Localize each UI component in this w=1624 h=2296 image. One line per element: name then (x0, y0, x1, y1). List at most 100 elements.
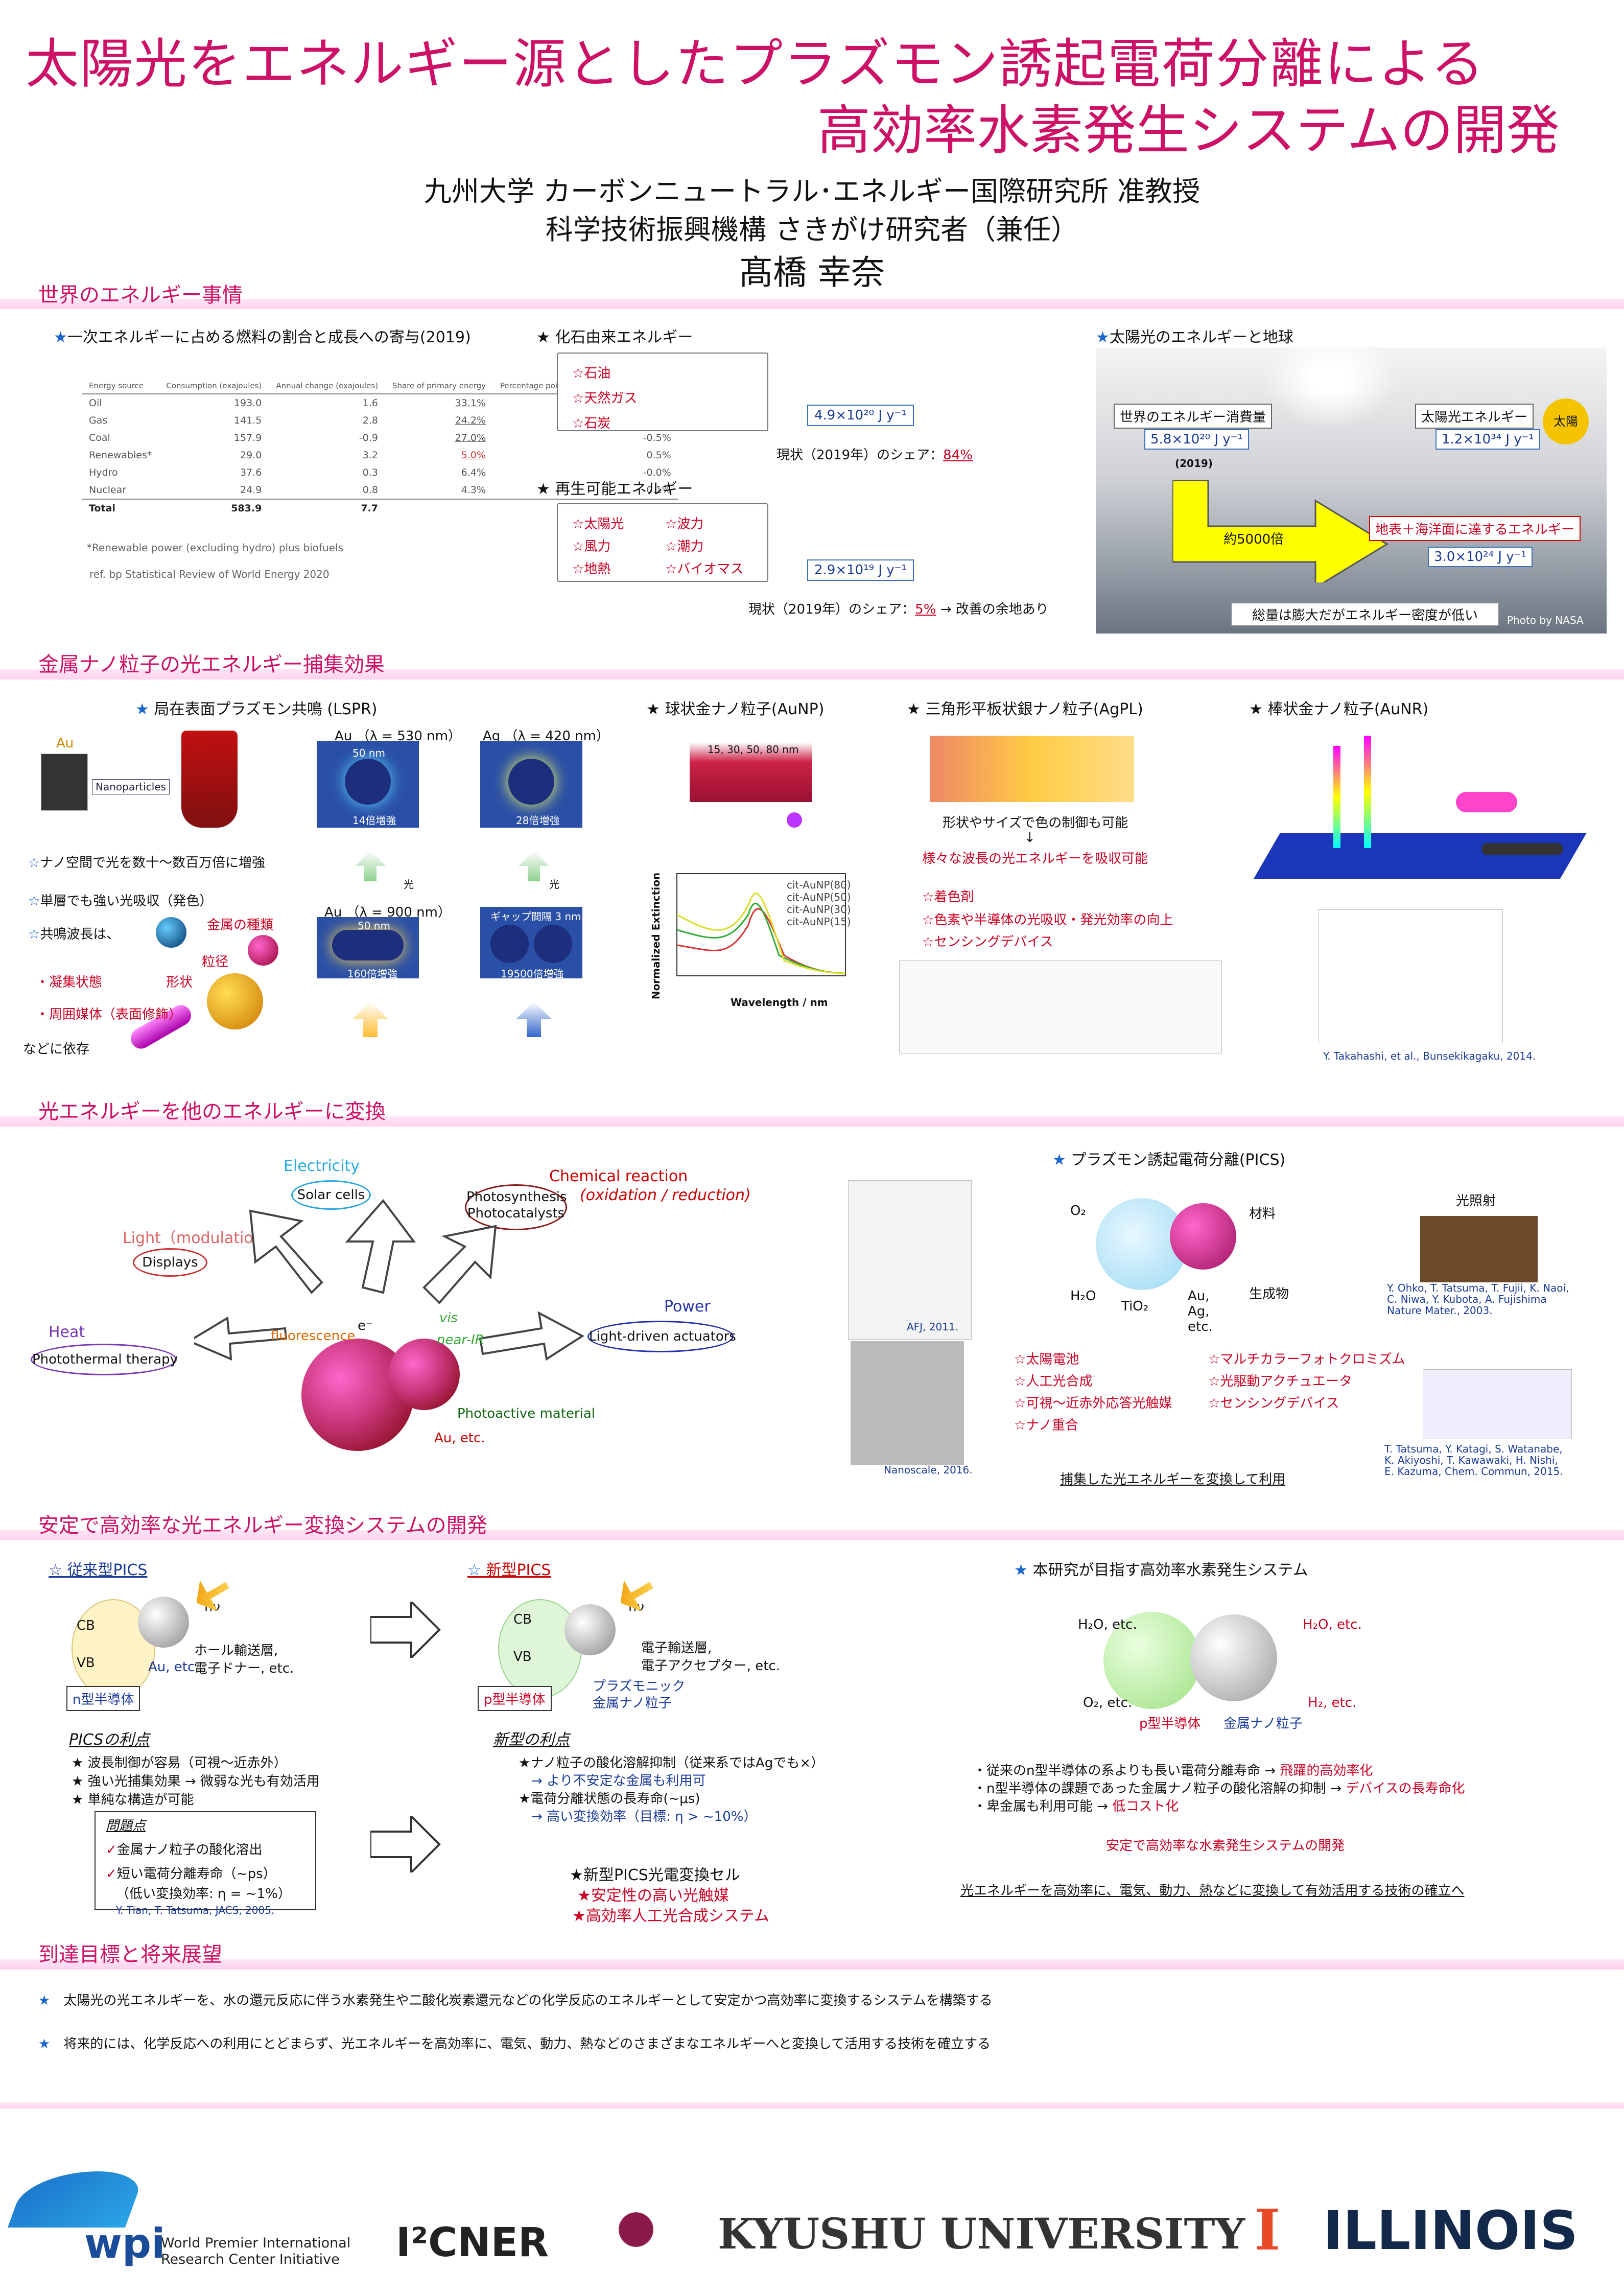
ref-afj: AFJ, 2011. (907, 1321, 959, 1333)
plasmonic-label: プラズモニック (593, 1679, 686, 1694)
aunr-ref: Y. Takahashi, et al., Bunsekikagaku, 201… (1323, 1050, 1536, 1062)
lspr-point-1: ☆ナノ空間で光を数十〜数百万倍に増強 (28, 855, 266, 871)
adv-item: ★ 波長制御が容易（可視〜近赤外） (72, 1755, 287, 1771)
cell-item-2: ★高効率人工光合成システム (572, 1907, 769, 1925)
section-bar-4 (0, 1530, 1624, 1540)
section-heading-3: 光エネルギーを他のエネルギーに変換 (38, 1100, 386, 1123)
lspr-point-2: ☆単層でも強い光吸収（発色） (28, 894, 213, 909)
light-label: 光 (549, 878, 559, 891)
sun-heading: ★太陽光のエネルギーと地球 (1096, 329, 1293, 346)
light-arrow-icon (352, 1001, 388, 1037)
gold-np-sphere-target (1190, 1614, 1277, 1701)
table-header: Consumption (exajoules) (159, 378, 269, 394)
benefit-1: ・従来のn型半導体の系よりも長い電荷分離寿命 → 飛躍的高効率化 (973, 1763, 1373, 1778)
new-adv-sub: → 高い変換効率（目標: η > ~10%） (531, 1809, 757, 1824)
fossil-item: ☆天然ガス (572, 391, 638, 406)
fossil-share: 現状（2019年）のシェア：84% (776, 448, 973, 463)
renew-value: 2.9×10¹⁹ J y⁻¹ (807, 559, 914, 581)
aunp-size-sphere (787, 812, 802, 828)
light-label: 光 (404, 878, 414, 891)
au-field-map: 50 nm 14倍増強 (317, 741, 419, 828)
product-label: 生成物 (1249, 1286, 1289, 1302)
aunp-vials-image (690, 736, 812, 802)
metal-np-sphere (564, 1604, 616, 1655)
earth-photo: 世界のエネルギー消費量 5.8×10²⁰ J y⁻¹ (2019) 太陽光エネル… (1096, 327, 1607, 634)
dev-goal: 安定で高効率な水素発生システムの開発 (1106, 1838, 1345, 1854)
vb-label: VB (513, 1649, 532, 1665)
sun-icon: 太陽 (1543, 399, 1589, 444)
ag-field-map: 28倍増強 (480, 741, 582, 828)
pics-app: ☆センシングデバイス (1208, 1396, 1339, 1411)
p-semi-label: p型半導体 (1139, 1716, 1201, 1731)
aunr-spectrum (1318, 909, 1503, 1043)
power-label: Power (664, 1298, 711, 1316)
cell-label: ★新型PICS光電変換セル (570, 1866, 740, 1884)
target-heading: ★ 本研究が目指す高効率水素発生システム (1014, 1561, 1308, 1579)
adv-item: ★ 強い光捕集効果 → 微弱な光も有効活用 (72, 1774, 320, 1789)
shape-label: 形状 (166, 975, 193, 990)
donor-label: 電子ドナー, etc. (194, 1661, 294, 1676)
au-sphere (138, 1597, 189, 1648)
surface-value: 3.0×10²⁴ J y⁻¹ (1428, 547, 1533, 567)
cell-diagram (848, 1180, 972, 1340)
aggregation-label: ・凝集状態 (36, 975, 103, 990)
section-heading-1: 世界のエネルギー事情 (38, 284, 243, 307)
cb-label: CB (77, 1618, 95, 1633)
section-heading-2: 金属ナノ粒子の光エネルギー捕集効果 (38, 653, 385, 676)
metal-np-label: 金属ナノ粒子 (593, 1696, 672, 1711)
tem-image (851, 1341, 964, 1465)
light-arrow-icon (355, 851, 386, 881)
aunp-xlabel: Wavelength / nm (731, 996, 828, 1009)
aunp-legend: cit-AuNP(80)cit-AuNP(50)cit-AuNP(30)cit-… (787, 879, 851, 928)
pics-heading: ★ プラズモン誘起電荷分離(PICS) (1052, 1151, 1286, 1169)
table-reference: ref. bp Statistical Review of World Ener… (89, 568, 329, 580)
conversion-arrows (194, 1199, 584, 1361)
new-adv-sub: → より不安定な金属も利用可 (531, 1773, 706, 1789)
thermal-label: Photothermal therapy (31, 1344, 178, 1375)
agpl-arrow: ↓ (1024, 830, 1035, 846)
illinois-i-icon: I (1254, 2197, 1281, 2263)
fossil-heading: ★ 化石由来エネルギー (536, 329, 693, 346)
new-pics-heading: ☆ 新型PICS (467, 1561, 551, 1579)
agpl-app: ☆色素や半導体の光吸収・発光効率の向上 (922, 912, 1173, 928)
problems-box: 問題点 ✓金属ナノ粒子の酸化溶出 ✓短い電荷分離寿命（~ps） （低い変換効率:… (95, 1811, 316, 1916)
fossil-item: ☆石油 (572, 366, 611, 381)
hole-label: ホール輸送層, (194, 1643, 278, 1658)
pics-adv-heading: PICSの利点 (69, 1731, 150, 1749)
photoactive-label: Photoactive material (457, 1406, 595, 1421)
aunr-field-diagram (1254, 731, 1587, 894)
conv-pics-heading: ☆ 従来型PICS (49, 1561, 148, 1579)
table-header: Annual change (exajoules) (269, 378, 385, 394)
agpl-desc: 形状やサイズで色の制御も可能 (943, 815, 1128, 831)
section-heading-5: 到達目標と将来展望 (38, 1943, 222, 1966)
poster-title-line1: 太陽光をエネルギー源としたプラズモン誘起電荷分離による (26, 33, 1485, 95)
h2o-etc-right-label: H₂O, etc. (1303, 1617, 1362, 1632)
section-bar-5 (0, 1959, 1624, 1970)
wpi-logo: wpi (84, 2220, 166, 2267)
metal-sphere (1170, 1203, 1236, 1270)
displays-label: Displays (133, 1248, 207, 1277)
renew-box: ☆太陽光 ☆波力 ☆風力 ☆潮力 ☆地熱 ☆バイオマス (557, 503, 768, 582)
photo-credit: Photo by NASA (1507, 614, 1584, 626)
aunp-ylabel: Normalized Extinction (650, 872, 663, 1000)
fossil-item: ☆石炭 (572, 416, 611, 431)
new-adv-heading: 新型の利点 (493, 1731, 570, 1749)
table-header: Share of primary energy (385, 378, 493, 394)
goal-1: ★ 太陽光の光エネルギーを、水の還元反応に伴う水素発生や二酸化炭素還元などの化学… (38, 1993, 993, 2008)
section-heading-4: 安定で高効率な光エネルギー変換システムの開発 (38, 1514, 487, 1537)
aunp-heading: ★ 球状金ナノ粒子(AuNP) (646, 700, 825, 718)
new-adv-item: ★ナノ粒子の酸化溶解抑制（従来系ではAgでも×） (519, 1755, 825, 1771)
ref-tatsuma: T. Tatsuma, Y. Katagi, S. Watanabe, K. A… (1384, 1443, 1563, 1478)
energy-note: 総量は膨大だがエネルギー密度が低い (1231, 603, 1499, 626)
au-ag-label: Au, Ag, etc. (1188, 1288, 1213, 1334)
n-semi-sphere (72, 1599, 155, 1698)
poster-title-line2: 高効率水素発生システムの開発 (817, 99, 1560, 161)
ratio-arrow-icon (1172, 480, 1388, 582)
ref-ohko: Y. Ohko, T. Tatsuma, T. Fujii, K. Naoi, … (1387, 1282, 1569, 1317)
solar-energy-label: 太陽光エネルギー (1415, 404, 1534, 429)
au-etc-label: Au, etc (148, 1659, 195, 1675)
table-heading: ★一次エネルギーに占める燃料の割合と成長への寄与(2019) (54, 329, 471, 346)
world-year: (2019) (1175, 457, 1213, 470)
